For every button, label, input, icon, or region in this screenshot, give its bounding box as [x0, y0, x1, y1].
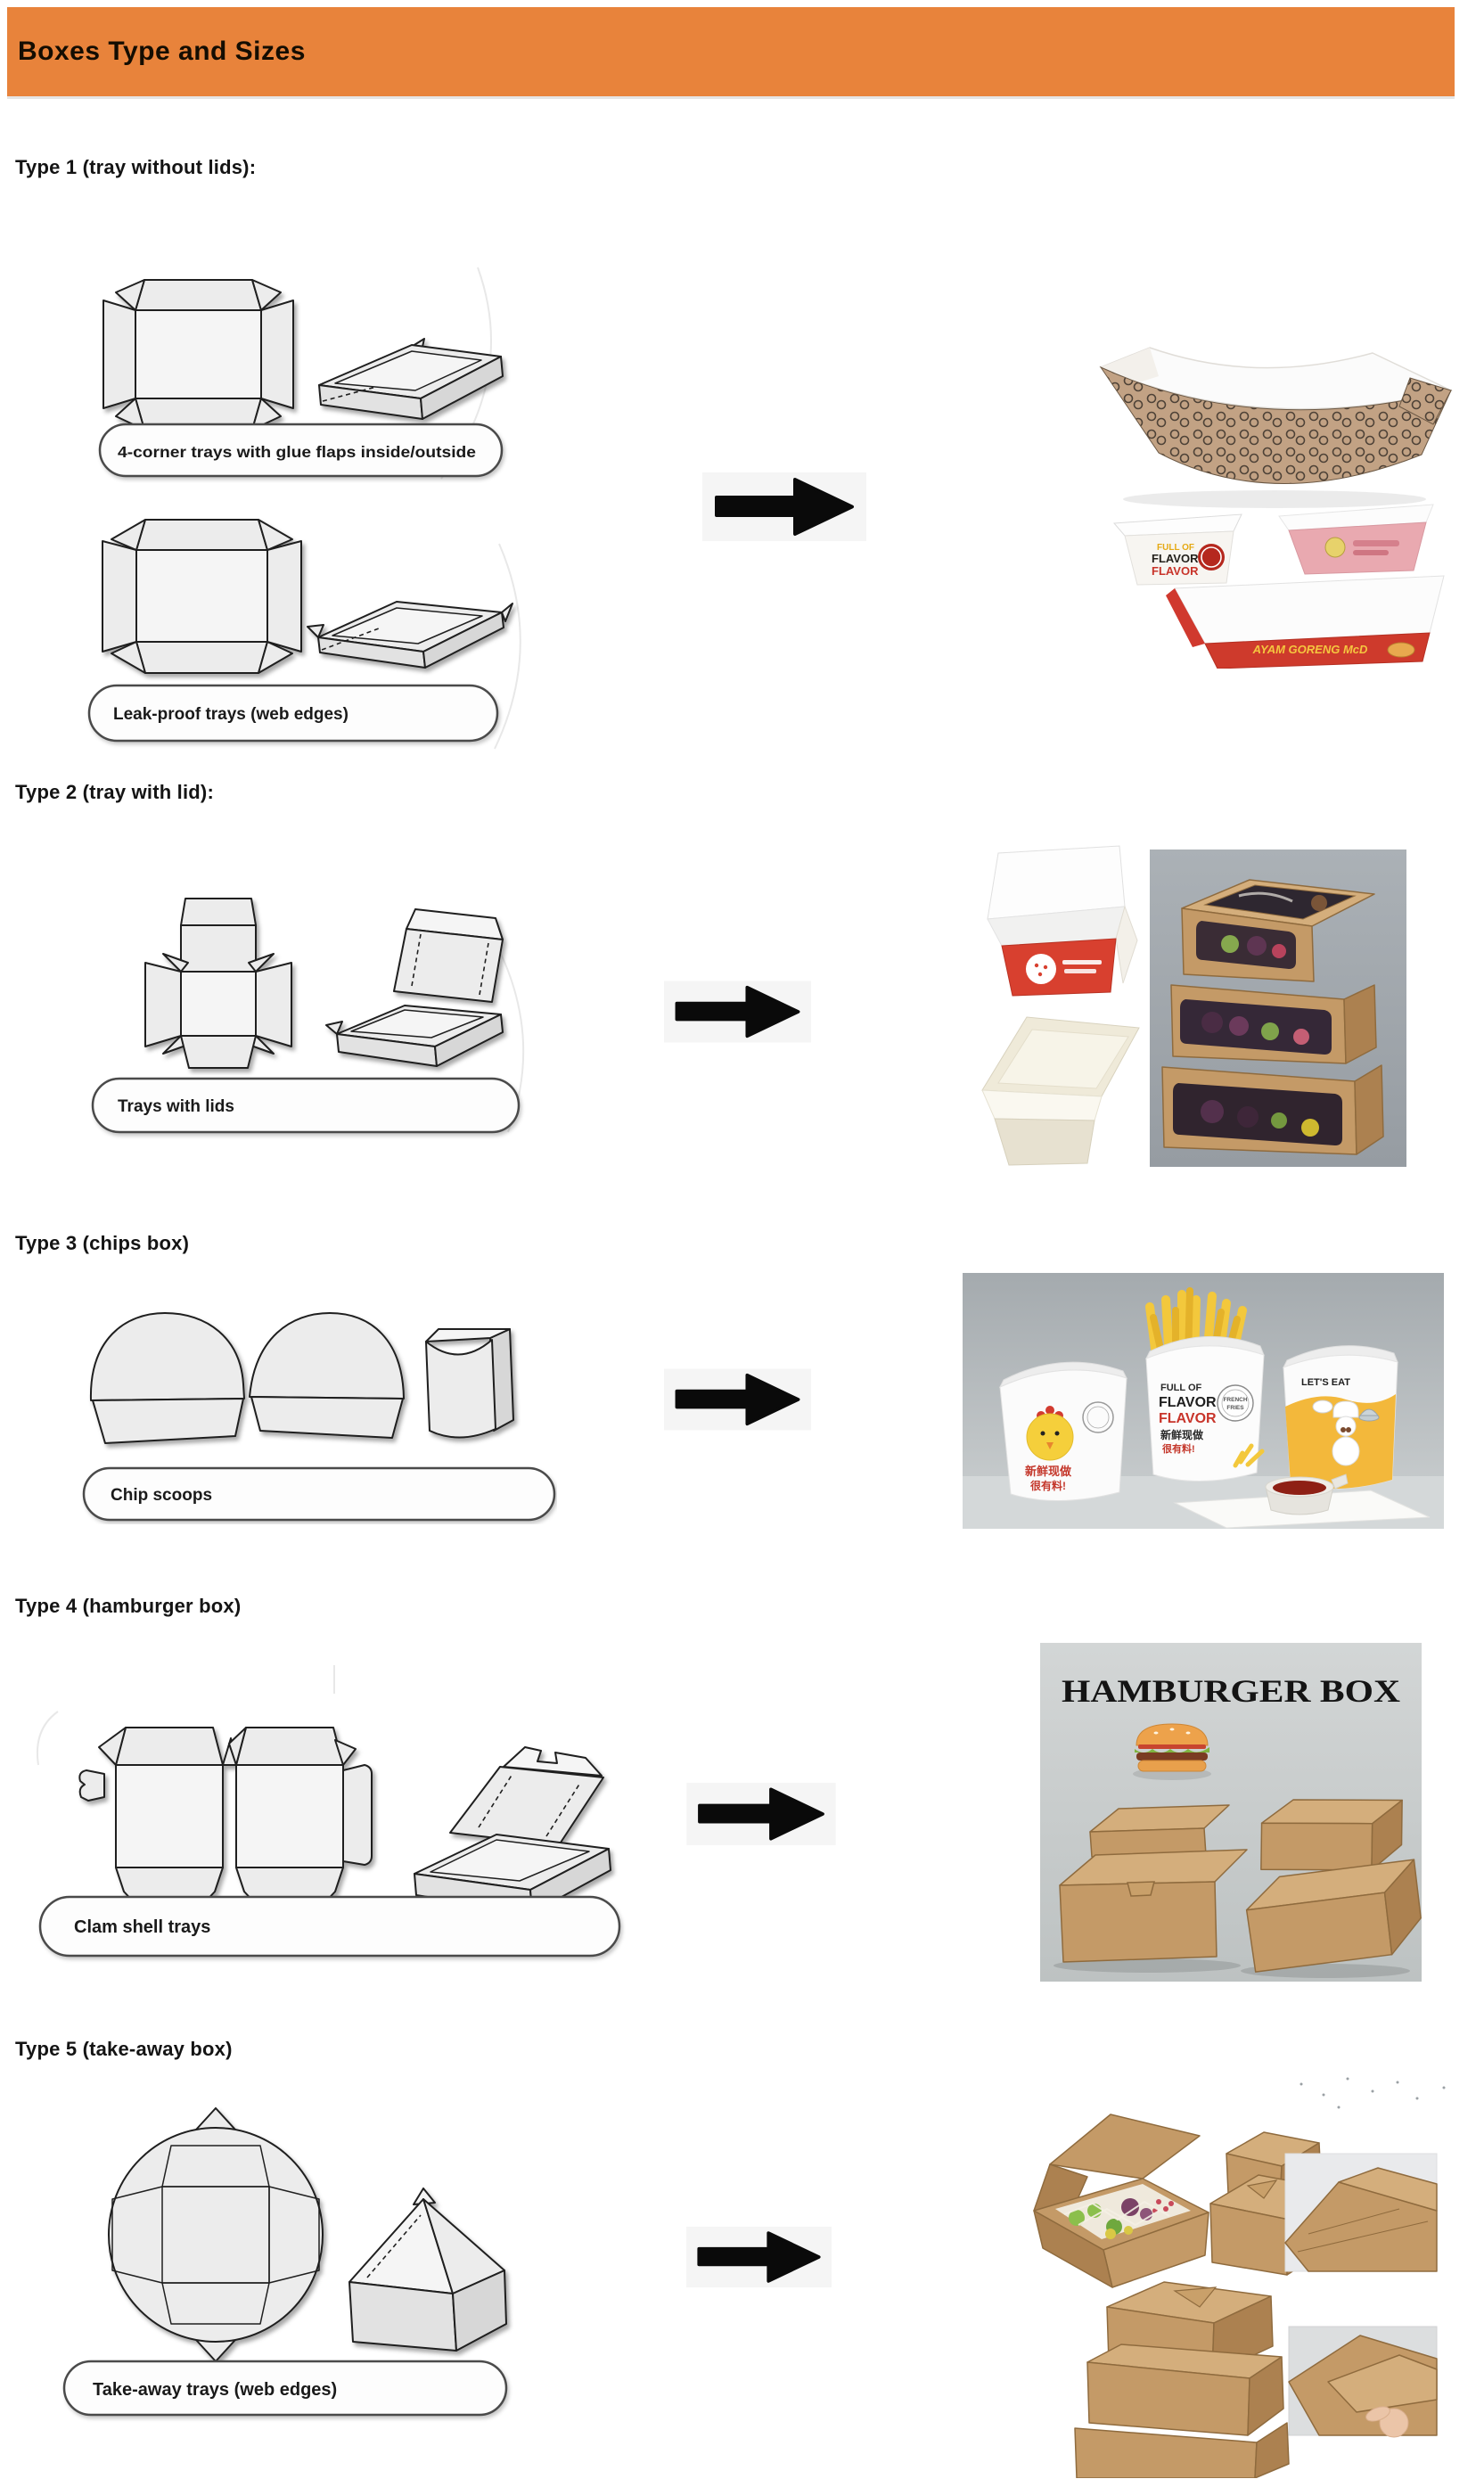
closed-box-stack-large: [1074, 2281, 1290, 2478]
assembled-takeaway-3d: [348, 2188, 507, 2352]
tray-text: FULL OF: [1157, 543, 1194, 553]
boat-tray: [1099, 347, 1453, 484]
scoop-chicken: 新鲜现做 很有料!: [998, 1361, 1127, 1501]
page-title: Boxes Type and Sizes: [18, 37, 306, 66]
tray-text: FLAVOR: [1152, 552, 1199, 565]
diagram-leakproof-trays: Leak-proof trays (web edges): [87, 519, 521, 750]
diagram-label-pill: Take-away trays (web edges): [62, 2360, 508, 2417]
section-heading-type5: Type 5 (take-away box): [15, 2038, 233, 2060]
photo-text: FULL OF: [1160, 1383, 1202, 1393]
hamburger-illustration: [1133, 1723, 1211, 1780]
photo-text: FLAVOR: [1159, 1411, 1217, 1426]
header-bar: Boxes Type and Sizes: [7, 7, 1455, 96]
arrow-right-icon: [664, 1368, 811, 1431]
assembled-tray-3d: [307, 601, 513, 669]
assembled-clamshell-3d: [414, 1746, 611, 1914]
section-heading-type3: Type 3 (chips box): [15, 1232, 190, 1254]
open-salad-box: [1033, 2114, 1209, 2288]
scoop-flavor: FULL OF FLAVOR FLAVOR 新鲜现做 很有料! FRENCH F…: [1144, 1335, 1265, 1482]
diagram-label-pill: 4-corner trays with glue flaps inside/ou…: [98, 423, 504, 478]
assembled-tray-3d: [318, 338, 504, 420]
section-heading-type2: Type 2 (tray with lid):: [15, 781, 214, 803]
diagram-takeaway-trays: Take-away trays (web edges): [62, 2107, 508, 2417]
stamp-text: FRIES: [1226, 1405, 1244, 1411]
photo-title: HAMBURGER BOX: [1062, 1673, 1400, 1709]
photo-paper-food-trays: FULL OF FLAVOR FLAVOR AYAM GORENG McD: [1099, 347, 1453, 669]
arrow-right-icon: [686, 2226, 832, 2288]
photo-chip-scoops: 新鲜现做 很有料! FULL OF FLAVOR FLAVOR 新鲜现做 很有料…: [963, 1273, 1444, 1529]
diagram-label: Clam shell trays: [74, 1917, 210, 1937]
tray-text: FLAVOR: [1152, 564, 1199, 578]
scoop-chef: LET'S EAT: [1282, 1345, 1398, 1490]
die-cut-flat-takeaway: [108, 2107, 324, 2362]
assembled-scoop-3d: [425, 1328, 514, 1439]
cream-clamshell-box: [981, 1016, 1140, 1166]
photo-text: 新鲜现做: [1025, 1465, 1071, 1478]
die-cut-flat-tray: [102, 519, 302, 674]
long-tray-red: AYAM GORENG McD: [1166, 575, 1445, 669]
section-heading-type1: Type 1 (tray without lids):: [15, 156, 257, 178]
diagram-label-pill: Trays with lids: [91, 1077, 521, 1134]
diagram-label-pill: Clam shell trays: [38, 1895, 621, 1958]
photo-text: 新鲜现做: [1160, 1428, 1204, 1441]
napkin-and-ketchup: [1173, 1473, 1431, 1529]
diagram-label-pill: Chip scoops: [82, 1466, 556, 1522]
speckles: [1300, 2077, 1446, 2109]
assembled-box-open-lid-3d: [325, 908, 504, 1067]
inset-photo-lid-closeup: [1284, 2153, 1438, 2272]
photo-text: 很有料!: [1161, 1442, 1195, 1455]
section-heading-type4: Type 4 (hamburger box): [15, 1595, 242, 1617]
diagram-label: Trays with lids: [118, 1097, 234, 1116]
photo-takeaway-boxes: [1033, 2077, 1446, 2478]
die-cut-flat-tray: [102, 279, 294, 431]
tray-text: AYAM GORENG McD: [1252, 643, 1368, 656]
red-white-lidded-box: [987, 845, 1138, 997]
small-tray-flavor: FULL OF FLAVOR FLAVOR: [1112, 513, 1242, 586]
arrow-right-icon: [702, 472, 866, 541]
diagram-chip-scoops: Chip scoops: [82, 1312, 556, 1522]
die-cut-flat-box: [144, 898, 292, 1069]
arrow-right-icon: [686, 1783, 836, 1845]
diagram-label: Chip scoops: [111, 1486, 212, 1505]
diagram-label-pill: Leak-proof trays (web edges): [87, 684, 499, 743]
photo-lidded-boxes: [981, 845, 1406, 1167]
diagram-label: Take-away trays (web edges): [93, 2380, 337, 2400]
arrow-right-icon: [664, 981, 811, 1043]
diagram-trays-with-lids: Trays with lids: [91, 898, 525, 1134]
die-cut-flat-clamshell: [78, 1727, 373, 1906]
inset-photo-hand-closeup: [1288, 2326, 1438, 2438]
diagram-4corner-trays: 4-corner trays with glue flaps inside/ou…: [98, 267, 504, 480]
small-tray-pink: [1278, 504, 1434, 575]
diagram-clamshell-trays: Clam shell trays: [37, 1665, 621, 1958]
photo-text: LET'S EAT: [1301, 1377, 1350, 1388]
photo-text: FLAVOR: [1159, 1395, 1217, 1410]
kraft-window-box-stack: [1161, 879, 1384, 1155]
kraft-clamshell-boxes: [1054, 1799, 1422, 1978]
stamp-text: FRENCH: [1223, 1397, 1247, 1403]
photo-text: 很有料!: [1029, 1479, 1066, 1492]
die-cut-flat-scoops: [89, 1312, 405, 1444]
photo-hamburger-boxes: HAMBURGER BOX: [1040, 1643, 1422, 1982]
diagram-label: Leak-proof trays (web edges): [113, 705, 348, 724]
diagram-label: 4-corner trays with glue flaps inside/ou…: [118, 443, 476, 461]
